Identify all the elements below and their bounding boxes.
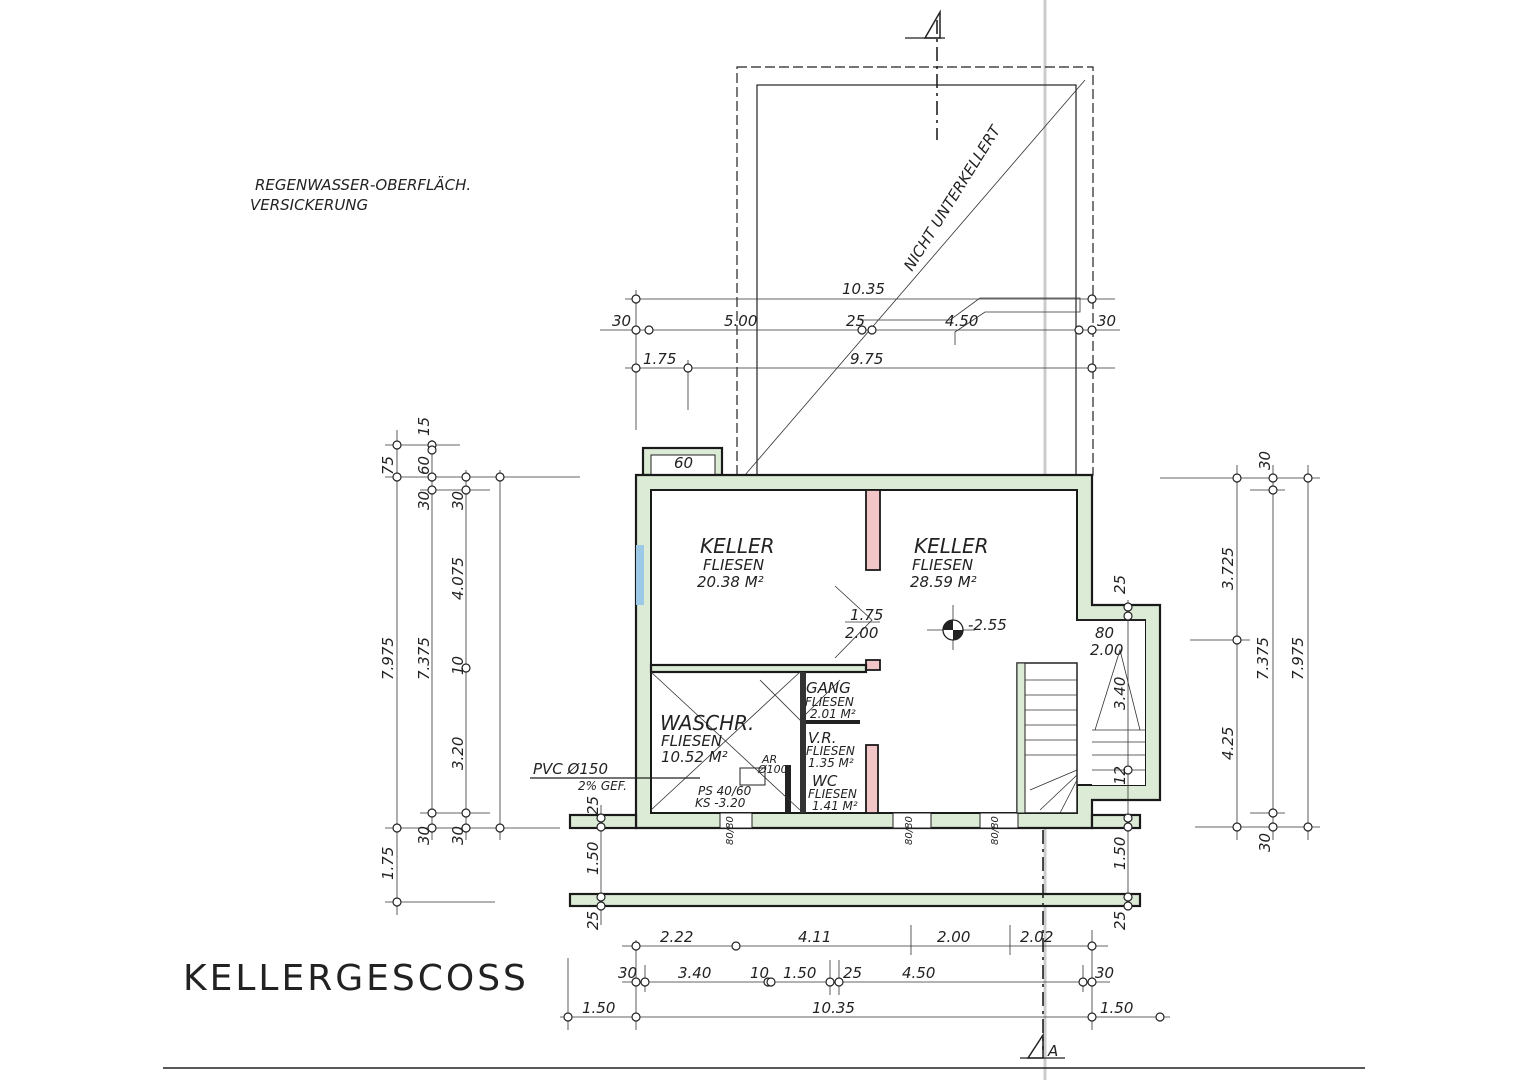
room-keller-1-floor: FLIESEN <box>703 556 764 574</box>
dim-top-a: 30 <box>612 312 631 330</box>
dim-left-b: 60 <box>415 456 433 475</box>
window-size-3: 80/80 <box>990 816 1001 845</box>
dim-right-h: 1.50 <box>1111 837 1129 870</box>
dim-bottom-3-0: 1.50 <box>582 999 615 1017</box>
dim-right-g: 25 <box>1111 575 1129 594</box>
dim-left-m: 1.75 <box>379 847 397 880</box>
dim-left-f: 4.075 <box>449 557 467 600</box>
window-size-2: 80/80 <box>904 816 915 845</box>
note-line-1: REGENWASSER-OBERFLÄCH. <box>255 175 471 194</box>
room-keller-2-name: KELLER <box>914 534 989 558</box>
room-wc-area: 1.41 M² <box>812 799 858 813</box>
room-gang-area: 2.01 M² <box>810 707 856 721</box>
dim-top-d: 4.50 <box>945 312 978 330</box>
dim-top-f: 1.75 <box>643 350 676 368</box>
pipe-label: PVC Ø150 <box>533 760 608 778</box>
dim-bottom-3-2: 1.50 <box>1100 999 1133 1017</box>
room-waschr-name: WASCHR. <box>660 711 754 735</box>
room-keller-2-area: 28.59 M² <box>910 573 977 591</box>
dim-left-a: 75 <box>379 456 397 475</box>
section-marker-bottom: A <box>1020 830 1065 1060</box>
door-height-top: 1.75 <box>850 606 883 624</box>
dim-right-a: 30 <box>1256 451 1274 470</box>
dim-bottom-3-1: 10.35 <box>812 999 855 1017</box>
room-vr-floor: FLIESEN <box>806 744 855 758</box>
dim-top-b: 5.00 <box>724 312 757 330</box>
level-marker-icon <box>927 605 975 650</box>
room-vr-name: V.R. <box>808 729 837 747</box>
dim-right-i: 25 <box>1111 911 1129 930</box>
dim-bottom-1-0: 2.22 <box>660 928 693 946</box>
dim-left-h: 7.375 <box>415 637 433 680</box>
dim-left-n: 25 <box>584 796 602 815</box>
room-keller-1-area: 20.38 M² <box>697 573 764 591</box>
dim-left-d: 30 <box>415 491 433 510</box>
dim-left-l: 30 <box>449 826 467 845</box>
bottom-dimensions: 2.22 4.11 2.00 2.02 30 3.40 10 1.50 25 4… <box>560 925 1170 1030</box>
dim-bottom-2-3: 1.50 <box>783 964 816 982</box>
dim-bottom-2-6: 30 <box>1095 964 1114 982</box>
stair-200-label: 2.00 <box>1090 641 1123 659</box>
stair-12-label: 12 <box>1111 766 1129 785</box>
ar-label: AR <box>761 753 777 766</box>
stair-80-label: 80 <box>1095 624 1114 642</box>
dim-bottom-2-0: 30 <box>618 964 637 982</box>
dim-top-total: 10.35 <box>842 280 885 298</box>
room-waschr-area: 10.52 M² <box>661 748 728 766</box>
door-swings <box>650 585 880 811</box>
room-keller-2-floor: FLIESEN <box>912 556 973 574</box>
room-vr-area: 1.35 M² <box>808 756 854 770</box>
unexcavated-area: NICHT UNTERKELLERT <box>736 66 1094 476</box>
dim-right-d: 7.975 <box>1289 637 1307 680</box>
ps-label: PS 40/60 <box>698 784 752 798</box>
left-dimensions: 75 60 15 30 30 4.075 7.975 7.375 10 3.20… <box>379 417 606 930</box>
slope-label: 2% GEF. <box>578 779 627 793</box>
room-labels: KELLER FLIESEN 20.38 M² KELLER FLIESEN 2… <box>530 534 1007 845</box>
dim-bottom-2-1: 3.40 <box>678 964 711 982</box>
room-gang-name: GANG <box>806 679 851 697</box>
room-wc-floor: FLIESEN <box>808 787 857 801</box>
dim-right-c: 7.375 <box>1254 637 1272 680</box>
right-dimensions: 30 3.725 7.375 7.975 4.25 30 <box>1160 451 1320 852</box>
dim-bottom-1-1: 4.11 <box>798 928 831 946</box>
dim-top-g: 9.75 <box>850 350 883 368</box>
dim-right-e: 4.25 <box>1219 727 1237 760</box>
window-top-label: 60 <box>674 454 693 472</box>
room-waschr-floor: FLIESEN <box>661 732 722 750</box>
window-size-1: 80/80 <box>725 816 736 845</box>
door-height-bottom: 2.00 <box>845 624 878 642</box>
dim-left-o: 1.50 <box>584 842 602 875</box>
note-line-2: VERSICKERUNG <box>250 196 368 214</box>
dim-top-c: 25 <box>846 312 865 330</box>
dim-left-i: 10 <box>449 656 467 675</box>
level-label: -2.55 <box>968 616 1007 634</box>
dim-bottom-1-2: 2.00 <box>937 928 970 946</box>
dim-bottom-1-3: 2.02 <box>1020 928 1053 946</box>
staircase: 80 2.00 3.40 25 12 1.50 25 <box>1016 575 1145 930</box>
dim-left-e: 30 <box>449 491 467 510</box>
ks-label: KS -3.20 <box>695 796 746 810</box>
stair-340-label: 3.40 <box>1111 677 1129 710</box>
dim-bottom-2-4: 25 <box>843 964 862 982</box>
dim-left-g: 7.975 <box>379 637 397 680</box>
top-dimensions: 10.35 30 5.00 25 4.50 30 1.75 9.75 <box>600 280 1120 430</box>
dim-left-p: 25 <box>584 911 602 930</box>
drawing-title: KELLERGESCOSS <box>183 958 529 999</box>
section-marker-label: A <box>1047 1042 1058 1060</box>
room-keller-1-name: KELLER <box>700 534 775 558</box>
dim-right-b: 3.725 <box>1219 547 1237 590</box>
ar-dia-label: Ø100 <box>757 763 788 776</box>
dim-right-f: 30 <box>1256 833 1274 852</box>
dim-top-e: 30 <box>1097 312 1116 330</box>
dim-left-j: 3.20 <box>449 737 467 770</box>
room-wc-name: WC <box>812 772 838 790</box>
section-marker-top <box>905 9 945 140</box>
dim-bottom-2-5: 4.50 <box>902 964 935 982</box>
dim-left-k: 30 <box>415 826 433 845</box>
room-gang-floor: FLIESEN <box>805 695 854 709</box>
unexcavated-label: NICHT UNTERKELLERT <box>900 121 1005 274</box>
dim-left-c: 15 <box>415 417 433 436</box>
dim-bottom-2-2: 10 <box>750 964 769 982</box>
